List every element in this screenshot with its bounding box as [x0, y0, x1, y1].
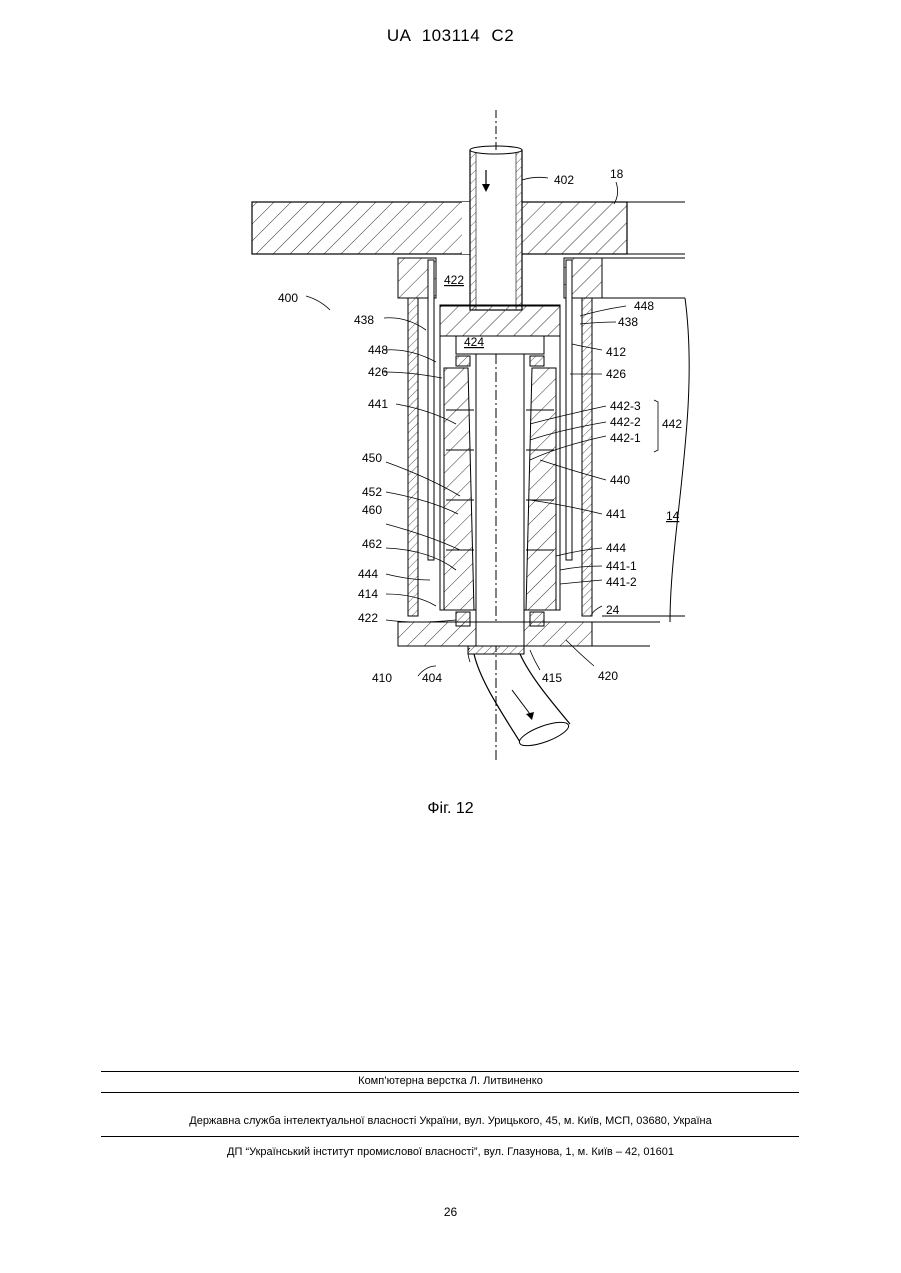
label-441-left: 441 [368, 397, 388, 411]
footer-institute: ДП “Український інститут промислової вла… [0, 1146, 901, 1158]
label-442: 442 [662, 417, 682, 431]
label-18: 18 [610, 167, 624, 181]
label-414: 414 [358, 587, 378, 601]
top-plate [252, 202, 685, 254]
label-410: 410 [372, 671, 392, 685]
label-402: 402 [554, 173, 574, 187]
label-422-top: 422 [444, 273, 464, 287]
label-426-left: 426 [368, 365, 388, 379]
label-426-right: 426 [606, 367, 626, 381]
label-24: 24 [606, 603, 620, 617]
label-400: 400 [278, 291, 298, 305]
footer-rule-1 [101, 1071, 799, 1072]
label-444-left: 444 [358, 567, 378, 581]
label-452: 452 [362, 485, 382, 499]
label-442-3: 442-3 [610, 399, 641, 413]
footer-rule-2 [101, 1092, 799, 1093]
inlet-pipe [470, 110, 522, 310]
label-448-right: 448 [634, 299, 654, 313]
label-404: 404 [422, 671, 442, 685]
footer-rule-3 [101, 1136, 799, 1137]
label-412: 412 [606, 345, 626, 359]
label-440: 440 [610, 473, 630, 487]
label-438-right: 438 [618, 315, 638, 329]
label-422-bottom: 422 [358, 611, 378, 625]
label-438-left: 438 [354, 313, 374, 327]
label-424: 424 [464, 335, 484, 349]
label-444-right: 444 [606, 541, 626, 555]
footer-agency: Державна служба інтелектуальної власност… [0, 1115, 901, 1127]
page-number: 26 [0, 1205, 901, 1219]
central-tube [476, 354, 524, 760]
label-441-right: 441 [606, 507, 626, 521]
top-cap [440, 306, 560, 354]
label-448-left: 448 [368, 343, 388, 357]
footer-layout-credit: Комп’ютерна верстка Л. Литвиненко [0, 1075, 901, 1087]
label-442-2: 442-2 [610, 415, 641, 429]
label-14: 14 [666, 509, 680, 523]
patent-drawing: 402 18 422 400 438 448 426 441 450 452 4… [230, 110, 700, 790]
figure-12-svg: 402 18 422 400 438 448 426 441 450 452 4… [230, 110, 700, 790]
label-441-2: 441-2 [606, 575, 637, 589]
label-441-1: 441-1 [606, 559, 637, 573]
label-450: 450 [362, 451, 382, 465]
label-420: 420 [598, 669, 618, 683]
label-460: 460 [362, 503, 382, 517]
label-442-1: 442-1 [610, 431, 641, 445]
figure-caption: Фіг. 12 [0, 800, 901, 818]
label-415: 415 [542, 671, 562, 685]
label-462: 462 [362, 537, 382, 551]
outlet-pipe [468, 646, 571, 750]
document-header: UA 103114 C2 [0, 26, 901, 46]
